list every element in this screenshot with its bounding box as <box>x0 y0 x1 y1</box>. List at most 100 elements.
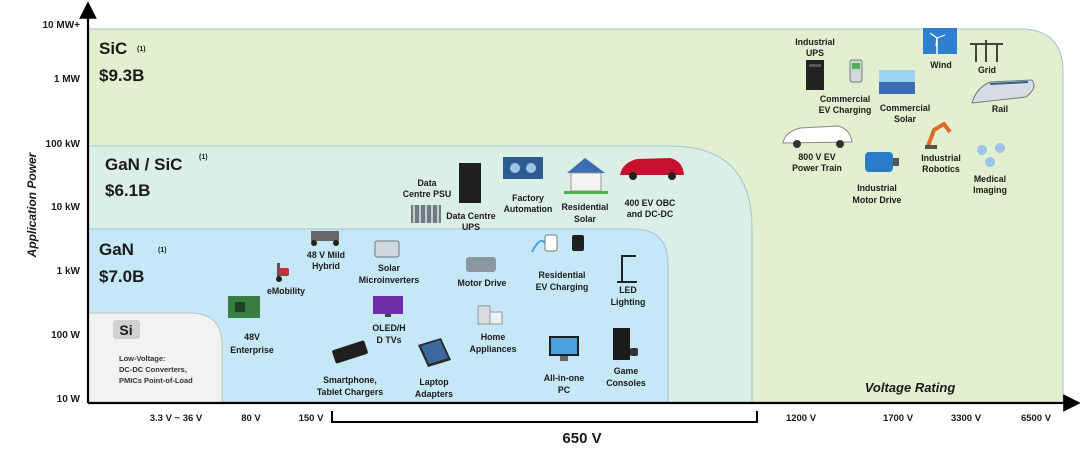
transmission-tower-icon <box>970 40 1003 62</box>
app-label: All-in-one <box>544 373 585 383</box>
app-label: Power Train <box>792 163 842 173</box>
app-label: Home <box>481 332 506 342</box>
app-label: 48V <box>244 332 260 342</box>
app-label: Lighting <box>611 297 646 307</box>
app-label: Microinverters <box>359 275 420 285</box>
medical-scanner-icon <box>977 143 1005 167</box>
y-ticks: 10 MW+ 1 MW 100 kW 10 kW 1 kW 100 W 10 W <box>42 20 80 405</box>
gan-sic-note: (1) <box>199 154 208 161</box>
app-oled-tvs: OLED/H D TVs <box>372 296 406 345</box>
si-desc-line-3: PMICs Point-of-Load <box>119 376 193 385</box>
gan-region <box>87 228 669 404</box>
x-tick-6500v: 6500 V <box>1021 413 1052 424</box>
x-bracket-650v <box>331 411 758 423</box>
app-commercial-solar: Commercial Solar <box>879 70 930 124</box>
app-label: Data Centre <box>446 211 495 221</box>
y-tick-10mw: 10 MW+ <box>42 20 80 31</box>
app-label: Commercial <box>880 103 930 113</box>
si-badge <box>113 320 140 339</box>
scooter-icon <box>276 263 289 282</box>
industrial-motor-icon <box>865 152 899 172</box>
app-label: Hybrid <box>312 261 340 271</box>
gan-title: GaN (1) $7.0B <box>99 240 167 286</box>
tv-icon <box>373 296 403 317</box>
app-label: PC <box>558 385 571 395</box>
app-residential-solar: Residential Solar <box>562 158 609 224</box>
gan-sic-market-value: $6.1B <box>105 181 150 200</box>
app-game-consoles: Game Consoles <box>606 328 646 388</box>
sic-name: SiC <box>99 39 127 58</box>
desktop-pc-icon <box>549 336 579 361</box>
si-name: Si <box>119 322 132 338</box>
app-label: eMobility <box>267 286 305 296</box>
app-label: Grid <box>978 65 996 75</box>
y-tick-10w: 10 W <box>57 394 81 405</box>
hybrid-chassis-icon <box>311 231 339 246</box>
app-label: and DC-DC <box>627 209 674 219</box>
app-rail: Rail <box>971 79 1035 114</box>
y-axis-label: Application Power <box>25 151 39 258</box>
app-label: LED <box>619 285 637 295</box>
x-ticks: 3.3 V ~ 36 V 80 V 150 V 1200 V 1700 V 33… <box>150 413 1052 424</box>
app-data-centre-ups: Data Centre UPS <box>446 163 496 232</box>
y-tick-1kw: 1 kW <box>57 266 81 277</box>
app-industrial-robotics: Industrial Robotics <box>921 121 961 174</box>
x-tick-150v: 150 V <box>299 413 324 424</box>
x-tick-80v: 80 V <box>241 413 261 424</box>
app-label: 400 EV OBC <box>625 198 676 208</box>
sic-market-value: $9.3B <box>99 66 144 85</box>
app-label: Residential <box>562 202 609 212</box>
app-400-ev-obc: 400 EV OBC and DC-DC <box>620 158 684 219</box>
wind-turbine-icon <box>923 28 957 54</box>
app-grid: Grid <box>970 40 1003 75</box>
app-medical-imaging: Medical Imaging <box>973 143 1007 195</box>
server-rack-icon <box>459 163 481 203</box>
appliances-icon <box>477 305 503 325</box>
motor-icon <box>466 257 496 272</box>
app-label: Factory <box>512 193 544 203</box>
app-label: EV Charging <box>819 105 872 115</box>
app-label: Motor Drive <box>458 278 507 288</box>
app-label: D TVs <box>377 335 402 345</box>
app-laptop-adapters: Laptop Adapters <box>415 338 453 399</box>
voltage-rating-label: Voltage Rating <box>865 380 956 395</box>
ups-cabinet-icon <box>806 60 824 90</box>
psu-rack-icon <box>411 205 441 223</box>
app-label: UPS <box>462 222 480 232</box>
x-tick-1700v: 1700 V <box>883 413 914 424</box>
app-label: Laptop <box>419 377 449 387</box>
laptop-icon <box>418 338 451 367</box>
home-charger-icon <box>531 234 584 253</box>
y-tick-100kw: 100 kW <box>46 139 81 150</box>
app-label: Rail <box>992 104 1008 114</box>
app-label: Centre PSU <box>403 189 451 199</box>
sic-title: SiC (1) $9.3B <box>99 39 146 85</box>
x-tick-3300v: 3300 V <box>951 413 982 424</box>
app-48v-enterprise: 48V Enterprise <box>228 296 274 355</box>
app-label: Appliances <box>470 344 517 354</box>
x-bracket-label: 650 V <box>562 430 601 447</box>
app-label: Consoles <box>606 378 646 388</box>
app-all-in-one-pc: All-in-one PC <box>544 336 585 395</box>
app-label: EV Charging <box>536 282 589 292</box>
street-lamp-icon <box>617 255 637 283</box>
si-desc-line-1: Low-Voltage: <box>119 354 166 363</box>
app-label: Data <box>417 178 436 188</box>
y-tick-100w: 100 W <box>51 330 80 341</box>
app-label: Adapters <box>415 389 453 399</box>
robot-arm-icon <box>925 121 952 149</box>
app-label: Imaging <box>973 185 1007 195</box>
sic-note: (1) <box>137 46 146 53</box>
app-label: 48 V Mild <box>307 250 345 260</box>
app-factory-automation: Factory Automation <box>503 157 552 214</box>
red-car-icon <box>620 158 684 180</box>
gan-sic-title: GaN / SiC (1) $6.1B <box>105 154 208 200</box>
si-desc-line-2: DC-DC Converters, <box>119 365 187 374</box>
gan-note: (1) <box>158 247 167 254</box>
y-tick-1mw: 1 MW <box>54 74 81 85</box>
app-wind: Wind <box>923 28 957 70</box>
app-label: Solar <box>378 263 401 273</box>
app-48v-mild-hybrid: 48 V Mild Hybrid <box>307 231 345 271</box>
gan-sic-name: GaN / SiC <box>105 155 182 174</box>
